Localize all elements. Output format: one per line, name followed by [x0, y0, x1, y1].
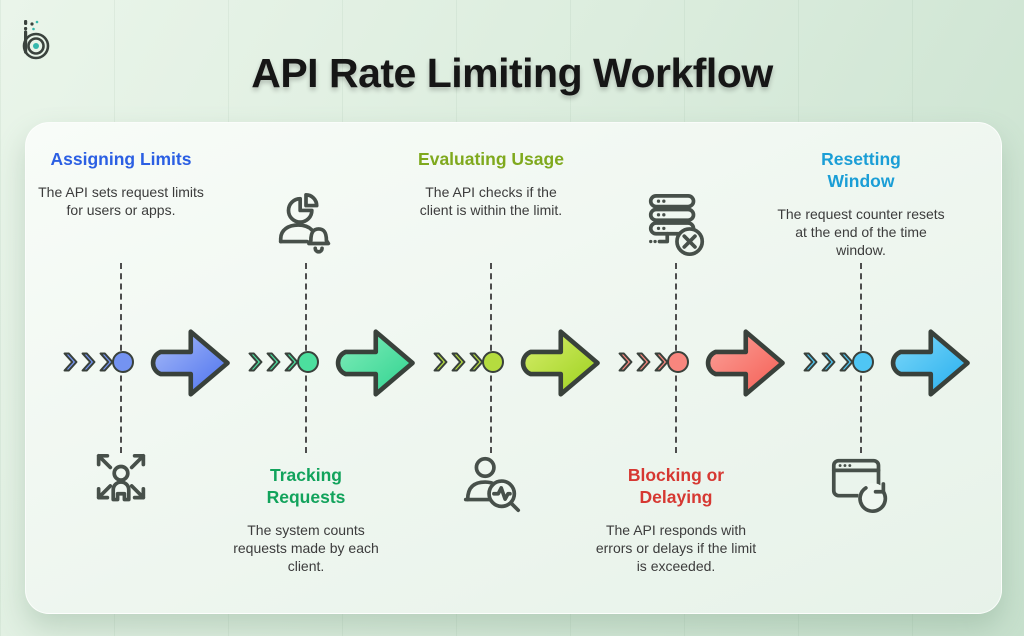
- stage-description: The API checks if the client is within t…: [419, 183, 563, 219]
- timeline-dot: [297, 351, 319, 373]
- timeline-dot: [852, 351, 874, 373]
- chevron-icon: [248, 352, 263, 372]
- server-error-icon: [641, 191, 711, 266]
- timeline-dot: [482, 351, 504, 373]
- flow-arrow-icon: [150, 329, 230, 397]
- chevron-icon: [451, 352, 466, 372]
- chevron-icon: [433, 352, 448, 372]
- timeline-dot: [112, 351, 134, 373]
- window-refresh-icon: [826, 449, 896, 524]
- user-search-icon: [456, 449, 526, 524]
- chevron-icon: [469, 352, 484, 372]
- brand-logo-b-icon: [16, 18, 56, 67]
- chevron-icon: [266, 352, 281, 372]
- user-pie-bell-icon: [271, 191, 341, 266]
- chevron-group: [432, 349, 485, 375]
- chevron-icon: [99, 352, 114, 372]
- chevron-icon: [284, 352, 299, 372]
- stage-blocking-or-delaying: Blocking or Delaying The API responds wi…: [583, 123, 785, 613]
- stage-resetting-window: Resetting Window The request counter res…: [768, 123, 970, 613]
- stage-tracking-requests: Tracking Requests The system counts requ…: [213, 123, 415, 613]
- chevron-group: [617, 349, 670, 375]
- stage-text-block: Assigning Limits The API sets request li…: [37, 149, 205, 219]
- chevron-group: [247, 349, 300, 375]
- chevron-group: [62, 349, 115, 375]
- stage-text-block: Blocking or Delaying The API responds wi…: [592, 465, 760, 575]
- chevron-icon: [803, 352, 818, 372]
- chevron-icon: [63, 352, 78, 372]
- flow-arrow-icon: [335, 329, 415, 397]
- chevron-group: [802, 349, 855, 375]
- stage-text-block: Resetting Window The request counter res…: [777, 149, 945, 259]
- stage-description: The API responds with errors or delays i…: [595, 521, 757, 575]
- flow-arrow-icon: [890, 329, 970, 397]
- chevron-icon: [654, 352, 669, 372]
- page-title: API Rate Limiting Workflow: [251, 50, 773, 96]
- stage-title: Assigning Limits: [50, 149, 192, 169]
- flow-arrow-icon: [520, 329, 600, 397]
- workflow-card: Assigning Limits The API sets request li…: [25, 122, 1002, 614]
- stage-evaluating-usage: Evaluating Usage The API checks if the c…: [398, 123, 600, 613]
- chevron-icon: [636, 352, 651, 372]
- chevron-icon: [618, 352, 633, 372]
- stage-description: The API sets request limits for users or…: [38, 183, 204, 219]
- stage-text-block: Evaluating Usage The API checks if the c…: [407, 149, 575, 219]
- timeline-dot: [667, 351, 689, 373]
- stage-assigning-limits: Assigning Limits The API sets request li…: [28, 123, 230, 613]
- stage-title: Evaluating Usage: [418, 149, 564, 169]
- stage-description: The request counter resets at the end of…: [777, 205, 945, 259]
- stage-title: Resetting Window: [821, 149, 901, 191]
- chevron-icon: [839, 352, 854, 372]
- flow-arrow-icon: [705, 329, 785, 397]
- stage-description: The system counts requests made by each …: [233, 521, 379, 575]
- stage-title: Tracking Requests: [266, 465, 346, 507]
- chevron-icon: [81, 352, 96, 372]
- chevron-icon: [821, 352, 836, 372]
- stage-text-block: Tracking Requests The system counts requ…: [222, 465, 390, 575]
- stage-title: Blocking or Delaying: [627, 465, 725, 507]
- user-expand-icon: [86, 449, 156, 524]
